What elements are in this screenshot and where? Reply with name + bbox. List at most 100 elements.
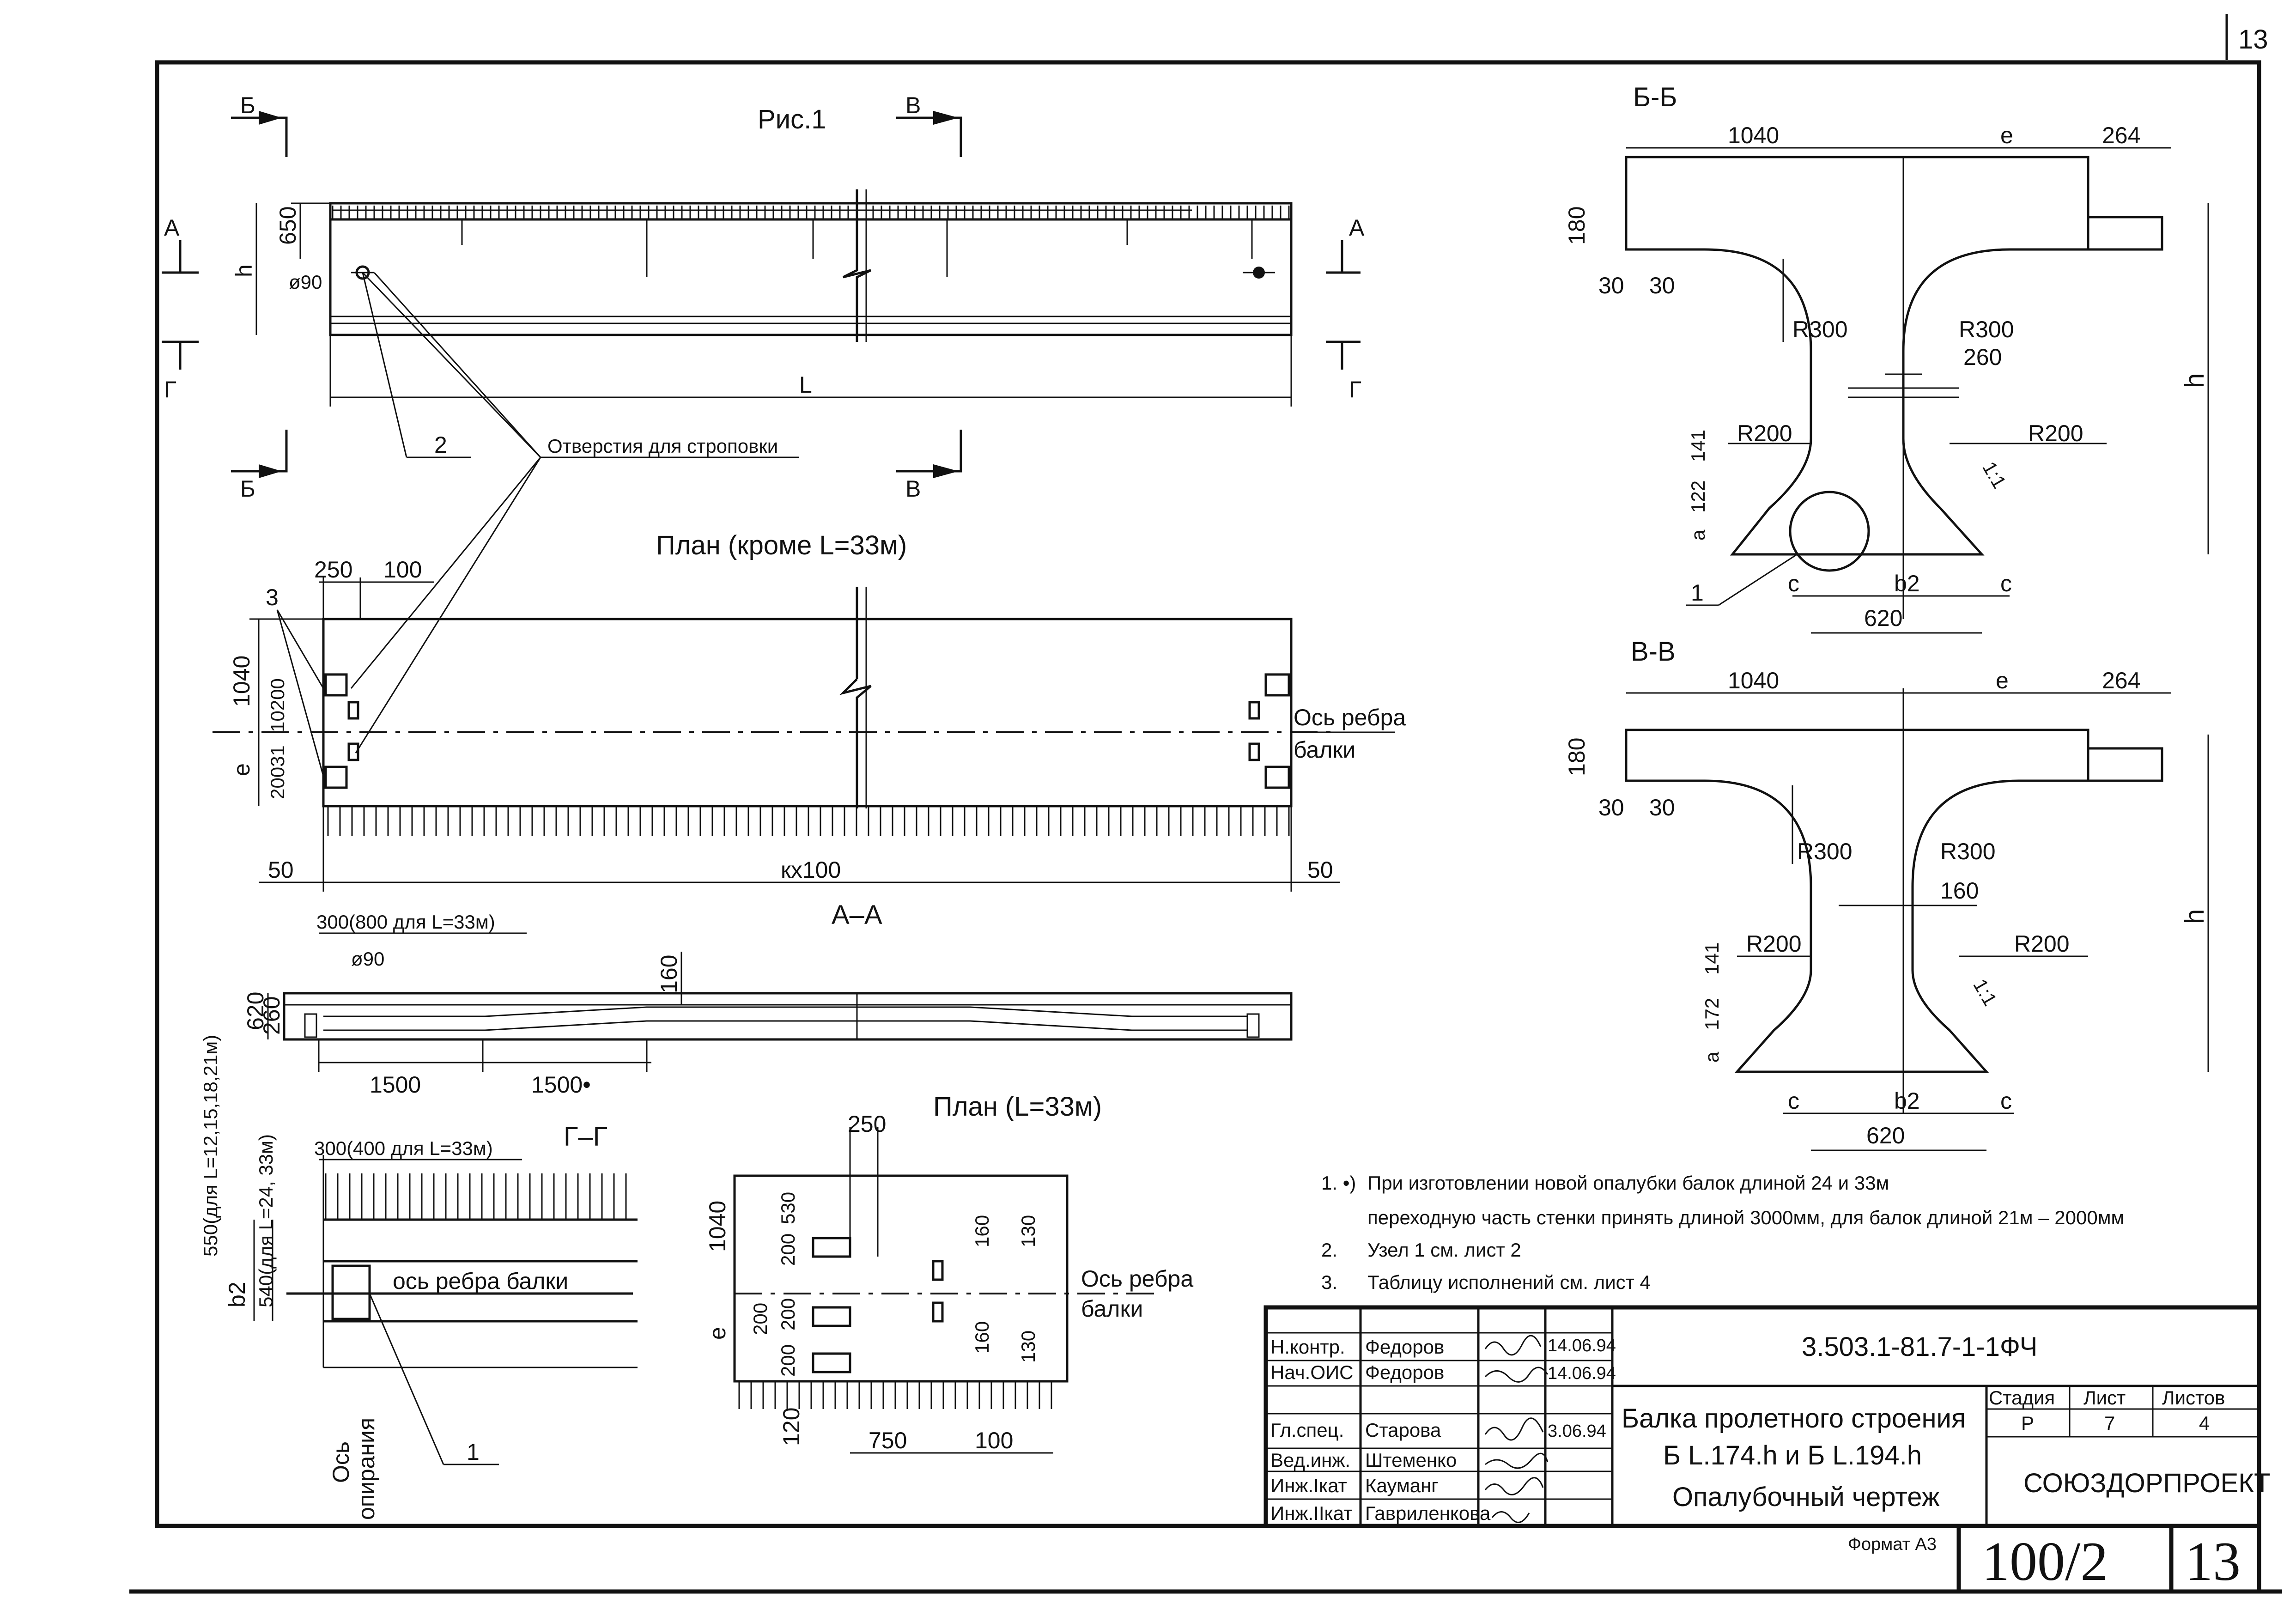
tb-name-0: Федоров bbox=[1365, 1336, 1444, 1358]
dim-550: 550(для L=12,15,18,21м) bbox=[200, 1035, 221, 1257]
bb-title: Б-Б bbox=[1633, 82, 1677, 112]
tb-sheet: 7 bbox=[2104, 1412, 2115, 1434]
tb-format: Формат А3 bbox=[1848, 1535, 1937, 1554]
gg-rib-axis: ось ребра балки bbox=[393, 1268, 568, 1294]
section-marker-b-bottom bbox=[231, 430, 288, 473]
dim-50-left: 50 bbox=[268, 857, 294, 883]
signature-icon bbox=[1485, 1452, 1549, 1469]
dim-b2-gg: b2 bbox=[224, 1282, 250, 1307]
dim-300-800: 300(800 для L=33м) bbox=[316, 911, 495, 933]
tb-date-0: 14.06.94 bbox=[1548, 1336, 1616, 1355]
dim-300-400: 300(400 для L=33м) bbox=[314, 1137, 493, 1159]
vv-c1: c bbox=[1788, 1088, 1799, 1114]
p33-530: 530 bbox=[777, 1192, 799, 1224]
note-2-num: 2. bbox=[1321, 1239, 1337, 1261]
p33-130b: 130 bbox=[1017, 1330, 1039, 1363]
bb-620: 620 bbox=[1864, 605, 1902, 631]
p33-200a: 200 bbox=[777, 1233, 799, 1266]
vv-b2: b2 bbox=[1894, 1088, 1920, 1114]
vv-264: 264 bbox=[2102, 668, 2140, 693]
section-marker-v-top bbox=[896, 116, 962, 157]
rib-axis-label-1: Ось ребра bbox=[1294, 705, 1406, 730]
vv-h: h bbox=[2180, 909, 2210, 924]
dim-e: e bbox=[229, 763, 255, 776]
bb-r300b: R300 bbox=[1959, 316, 2014, 342]
arrow-icon bbox=[259, 464, 282, 478]
vv-e: e bbox=[1996, 668, 2009, 693]
p33-200c: 200 bbox=[777, 1298, 799, 1330]
tb-name-2: Старова bbox=[1365, 1419, 1441, 1441]
callout-3: 3 bbox=[266, 584, 279, 610]
section-mark-v-bottom: В bbox=[905, 476, 921, 502]
title-block: 3.503.1-81.7-1-1ФЧ Н.контр. Федоров 14.0… bbox=[1263, 1305, 2271, 1594]
section-a-a: А–А 300(800 для L=33м) ø90 160 620 260 1… bbox=[243, 900, 1293, 1098]
bb-260: 260 bbox=[1963, 344, 2002, 370]
dim-10200: 10200 bbox=[267, 678, 288, 732]
bb-e: e bbox=[2000, 122, 2013, 148]
section-mark-a-left: А bbox=[164, 215, 180, 241]
tb-role-3: Вед.инж. bbox=[1270, 1449, 1350, 1471]
dim-L: L bbox=[799, 372, 812, 398]
tb-role-4: Инж.Iкат bbox=[1270, 1475, 1347, 1496]
section-marker-v-bottom bbox=[896, 430, 962, 473]
note-1-num: 1. •) bbox=[1321, 1172, 1356, 1194]
p33-200b: 200 bbox=[749, 1303, 771, 1335]
tb-date-1: 14.06.94 bbox=[1548, 1364, 1616, 1383]
dim-d90-aa: ø90 bbox=[351, 948, 384, 970]
p33-1040: 1040 bbox=[705, 1201, 730, 1252]
p33-250: 250 bbox=[848, 1111, 886, 1137]
tb-role-5: Инж.IIкат bbox=[1270, 1502, 1352, 1524]
bb-141: 141 bbox=[1687, 430, 1709, 462]
section-mark-a-right: А bbox=[1349, 215, 1365, 241]
tb-album: 100/2 bbox=[1982, 1531, 2108, 1592]
bb-r200a: R200 bbox=[1737, 420, 1792, 446]
section-mark-b-top: Б bbox=[240, 92, 255, 118]
detail-circle bbox=[1789, 491, 1870, 572]
tb-organization: СОЮЗДОРПРОЕКТ bbox=[2023, 1468, 2271, 1498]
vv-c2: c bbox=[2000, 1088, 2012, 1114]
tb-role-0: Н.контр. bbox=[1270, 1336, 1345, 1358]
p33-100: 100 bbox=[975, 1428, 1013, 1453]
signature-icon bbox=[1484, 1477, 1544, 1495]
vv-620: 620 bbox=[1866, 1123, 1905, 1148]
dim-260-aa: 260 bbox=[259, 996, 285, 1035]
bb-c2: c bbox=[2000, 571, 2012, 596]
beam-elevation: Рис.1 Б Б В В А А Г Г bbox=[162, 92, 1365, 753]
plan-33m: План (L=33м) 250 Ось ребра балки 530 200… bbox=[705, 1092, 1193, 1454]
section-b-b: Б-Б 1040 e 264 180 30 30 R300 R300 260 h… bbox=[1564, 82, 2210, 634]
doc-code: 3.503.1-81.7-1-1ФЧ bbox=[1802, 1332, 2037, 1362]
vv-r300b: R300 bbox=[1940, 838, 1996, 864]
bb-30a: 30 bbox=[1598, 273, 1624, 298]
vv-1040: 1040 bbox=[1728, 668, 1779, 693]
tb-name-5: Гавриленкова bbox=[1365, 1502, 1491, 1524]
tb-sheets-label: Листов bbox=[2162, 1387, 2225, 1409]
p33-120: 120 bbox=[778, 1408, 804, 1446]
tb-stage: Р bbox=[2021, 1412, 2034, 1434]
callout-1-gg: 1 bbox=[467, 1439, 480, 1465]
tb-name-3: Штеменко bbox=[1365, 1449, 1457, 1471]
bb-1040: 1040 bbox=[1728, 122, 1779, 148]
bb-264: 264 bbox=[2102, 122, 2140, 148]
tb-date-2: 3.06.94 bbox=[1548, 1422, 1606, 1441]
vv-172: 172 bbox=[1701, 998, 1723, 1030]
bb-r300a: R300 bbox=[1792, 316, 1848, 342]
notes: 1. •) При изготовлении новой опалубки ба… bbox=[1321, 1172, 2124, 1293]
bb-30b: 30 bbox=[1649, 273, 1675, 298]
dim-100: 100 bbox=[383, 557, 422, 583]
section-mark-g-left: Г bbox=[164, 377, 176, 402]
vv-30b: 30 bbox=[1649, 795, 1675, 820]
bb-slope: 1:1 bbox=[1978, 458, 2011, 492]
p33-160b: 160 bbox=[971, 1321, 993, 1354]
bb-r200b: R200 bbox=[2028, 420, 2083, 446]
dim-kx100: кх100 bbox=[781, 857, 841, 883]
t-beam-outline-vv bbox=[1625, 729, 2089, 1073]
tb-role-1: Нач.ОИС bbox=[1270, 1361, 1354, 1383]
vv-r200b: R200 bbox=[2014, 931, 2070, 957]
section-v-v: В-В 1040 e 264 180 30 30 R300 R300 160 h… bbox=[1564, 637, 2210, 1151]
callout-2: 2 bbox=[434, 432, 447, 458]
p33-e: e bbox=[705, 1327, 730, 1340]
drawing-frame bbox=[155, 60, 2261, 1528]
plan-title: План (кроме L=33м) bbox=[656, 530, 907, 560]
vv-r200a: R200 bbox=[1746, 931, 1802, 957]
dim-20031: 20031 bbox=[267, 745, 288, 799]
